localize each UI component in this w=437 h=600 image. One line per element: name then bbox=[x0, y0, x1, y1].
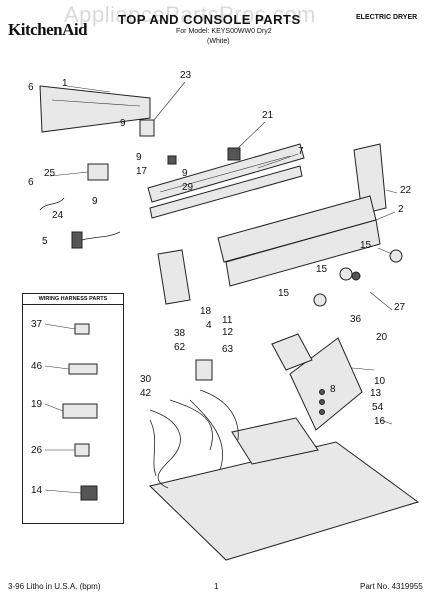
part-15-knob-c bbox=[313, 293, 327, 307]
part-5-connector bbox=[71, 231, 83, 249]
callout-2: 2 bbox=[398, 204, 404, 215]
wh-part-26 bbox=[74, 443, 90, 457]
callout-6: 6 bbox=[28, 177, 34, 188]
wh-callout-26: 26 bbox=[31, 445, 43, 456]
part-54-screw bbox=[319, 409, 325, 415]
part-24-wire bbox=[39, 197, 65, 211]
wh-part-37 bbox=[74, 323, 90, 335]
wh-callout-19: 19 bbox=[31, 399, 43, 410]
callout-23: 23 bbox=[180, 70, 192, 81]
callout-27: 27 bbox=[394, 302, 406, 313]
part-36-skirt bbox=[351, 271, 361, 281]
part-7-control-bar bbox=[147, 143, 305, 203]
part-21-switch bbox=[227, 147, 241, 161]
wiring-harness-title: WIRING HARNESS PARTS bbox=[23, 296, 123, 305]
callout-15: 15 bbox=[360, 240, 372, 251]
callout-15: 15 bbox=[316, 264, 328, 275]
callout-13: 13 bbox=[370, 388, 382, 399]
callout-36: 36 bbox=[350, 314, 362, 325]
brand-logo: KitchenAid bbox=[8, 20, 88, 39]
callout-54: 54 bbox=[372, 402, 384, 413]
part-15-knob-b bbox=[339, 267, 353, 281]
callout-17: 17 bbox=[136, 166, 148, 177]
callout-9: 9 bbox=[92, 196, 98, 207]
callout-62: 62 bbox=[174, 342, 186, 353]
callout-11: 11 bbox=[222, 315, 233, 326]
part-7-lower-bar bbox=[149, 165, 303, 219]
wh-part-46 bbox=[68, 363, 98, 375]
callout-63: 63 bbox=[222, 344, 234, 355]
part-17-clip bbox=[167, 155, 177, 165]
callout-9: 9 bbox=[182, 168, 188, 179]
wh-part-14 bbox=[80, 485, 98, 501]
wiring-harness-parts-box: WIRING HARNESS PARTS 37 46 19 26 14 bbox=[22, 293, 124, 524]
part-42-wiring-harness bbox=[149, 409, 181, 489]
part-13-screw bbox=[319, 399, 325, 405]
model-color: (White) bbox=[207, 38, 230, 45]
callout-1: 1 bbox=[62, 78, 68, 89]
page-title: TOP AND CONSOLE PARTS bbox=[118, 12, 301, 27]
part-15-knob-a bbox=[389, 249, 403, 263]
part-8-screw bbox=[319, 389, 325, 395]
callout-25: 25 bbox=[44, 168, 56, 179]
callout-22: 22 bbox=[400, 185, 412, 196]
part-38-bracket bbox=[195, 359, 213, 381]
callout-16: 16 bbox=[374, 416, 386, 427]
footer-litho: 3-96 Litho in U.S.A. (bpm) bbox=[8, 582, 101, 591]
watermark: AppliancePartsPros.com bbox=[64, 2, 316, 27]
model-number: For Model: KEYS00WW0 Dry2 bbox=[176, 28, 272, 35]
part-4-side-panel bbox=[157, 249, 191, 305]
wh-callout-14: 14 bbox=[31, 485, 43, 496]
callout-18: 18 bbox=[200, 306, 212, 317]
part-2-console-face bbox=[225, 219, 381, 287]
callout-6: 6 bbox=[28, 82, 34, 93]
part-23-bracket bbox=[139, 119, 155, 137]
callout-9: 9 bbox=[136, 152, 142, 163]
callout-20: 20 bbox=[376, 332, 388, 343]
callout-15: 15 bbox=[278, 288, 290, 299]
wh-callout-layer: 37 46 19 26 14 bbox=[31, 319, 43, 496]
callout-7: 7 bbox=[298, 146, 304, 157]
wiring-parts-drawing: 37 46 19 26 14 bbox=[31, 319, 98, 501]
callout-5: 5 bbox=[42, 236, 48, 247]
callout-9: 9 bbox=[120, 118, 126, 129]
callout-38: 38 bbox=[174, 328, 186, 339]
callout-10: 10 bbox=[374, 376, 386, 387]
callout-42: 42 bbox=[140, 388, 152, 399]
part-backsplash-plate bbox=[39, 85, 151, 133]
wh-part-19 bbox=[62, 403, 98, 419]
callout-12: 12 bbox=[222, 327, 234, 338]
callout-29: 29 bbox=[182, 182, 194, 193]
part-11-lint-lid bbox=[271, 333, 313, 371]
footer-page-number: 1 bbox=[214, 582, 219, 591]
wh-callout-37: 37 bbox=[31, 319, 43, 330]
part-16-top-panel bbox=[148, 441, 420, 561]
part-22-endcap bbox=[353, 143, 387, 215]
part-16-top-opening bbox=[231, 417, 319, 465]
part-25-block bbox=[87, 163, 109, 181]
callout-21: 21 bbox=[262, 110, 274, 121]
footer-part-number: Part No. 4319955 bbox=[360, 582, 423, 591]
appliance-type: ELECTRIC DRYER bbox=[356, 14, 418, 21]
callout-30: 30 bbox=[140, 374, 152, 385]
wh-callout-46: 46 bbox=[31, 361, 43, 372]
callout-4: 4 bbox=[206, 320, 212, 331]
callout-8: 8 bbox=[330, 384, 336, 395]
callout-24: 24 bbox=[52, 210, 64, 221]
